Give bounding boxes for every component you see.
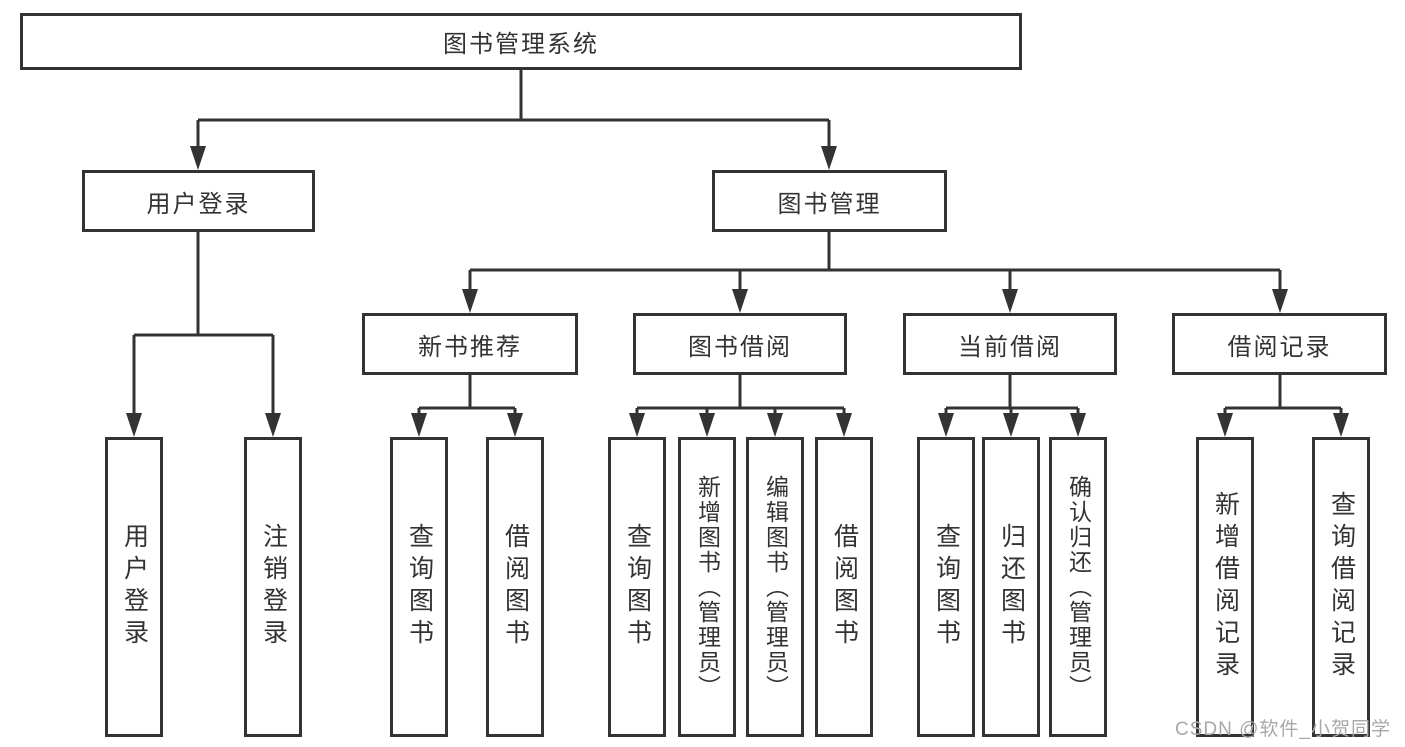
- leaf-logout-label: 注销登录: [259, 523, 288, 651]
- leaf-user-login-label: 用户登录: [120, 523, 149, 651]
- leaf-edit-book-admin: 编辑图书（管理员）: [746, 437, 804, 737]
- node-current-borrowing-label: 当前借阅: [958, 333, 1062, 361]
- arrowheads: [126, 146, 1349, 437]
- node-book-borrowing: 图书借阅: [633, 313, 847, 375]
- node-book-management-label: 图书管理: [777, 190, 882, 218]
- leaf-add-book-admin-label: 新增图书（管理员）: [694, 474, 721, 700]
- leaf-add-borrow-record: 新增借阅记录: [1196, 437, 1254, 737]
- leaf-query-book-current-label: 查询图书: [932, 523, 961, 651]
- leaf-query-book-borrow: 查询图书: [608, 437, 666, 737]
- leaf-query-book-recommend: 查询图书: [390, 437, 448, 737]
- leaf-return-book-label: 归还图书: [997, 523, 1026, 651]
- leaf-query-book-current: 查询图书: [917, 437, 975, 737]
- leaf-edit-book-admin-label: 编辑图书（管理员）: [762, 474, 789, 700]
- leaf-logout: 注销登录: [244, 437, 302, 737]
- leaf-confirm-return-admin-label: 确认归还（管理员）: [1065, 474, 1092, 700]
- leaf-add-book-admin: 新增图书（管理员）: [678, 437, 736, 737]
- leaf-query-borrow-record: 查询借阅记录: [1312, 437, 1370, 737]
- leaf-return-book: 归还图书: [982, 437, 1040, 737]
- node-borrowing-records-label: 借阅记录: [1227, 333, 1332, 361]
- node-root: 图书管理系统: [20, 13, 1022, 70]
- leaf-borrow-book-label: 借阅图书: [830, 523, 859, 651]
- node-book-management: 图书管理: [712, 170, 947, 232]
- node-current-borrowing: 当前借阅: [903, 313, 1117, 375]
- node-book-borrowing-label: 图书借阅: [688, 333, 792, 361]
- node-user-login-label: 用户登录: [146, 190, 251, 218]
- node-user-login: 用户登录: [82, 170, 315, 232]
- node-new-book-recommend-label: 新书推荐: [418, 333, 522, 361]
- leaf-borrow-book: 借阅图书: [815, 437, 873, 737]
- leaf-user-login: 用户登录: [105, 437, 163, 737]
- leaf-add-borrow-record-label: 新增借阅记录: [1211, 491, 1240, 683]
- leaf-borrow-book-recommend-label: 借阅图书: [501, 523, 530, 651]
- leaf-borrow-book-recommend: 借阅图书: [486, 437, 544, 737]
- csdn-watermark: CSDN @软件_小贺同学: [1175, 719, 1391, 740]
- leaf-query-book-borrow-label: 查询图书: [623, 523, 652, 651]
- node-root-label: 图书管理系统: [443, 31, 599, 58]
- leaf-query-book-recommend-label: 查询图书: [405, 523, 434, 651]
- leaf-query-borrow-record-label: 查询借阅记录: [1327, 491, 1356, 683]
- leaf-confirm-return-admin: 确认归还（管理员）: [1049, 437, 1107, 737]
- node-new-book-recommend: 新书推荐: [362, 313, 578, 375]
- node-borrowing-records: 借阅记录: [1172, 313, 1387, 375]
